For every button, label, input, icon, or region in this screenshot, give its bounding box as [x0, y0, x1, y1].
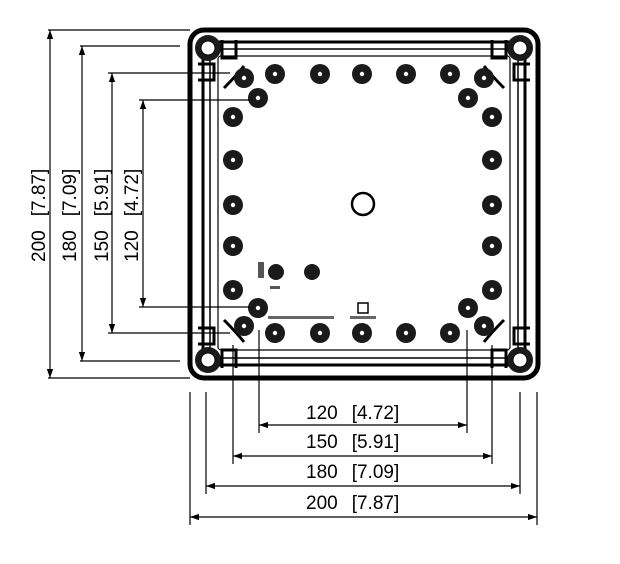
mounting-hole-center [241, 323, 247, 329]
component-label-strip-b [350, 316, 376, 319]
corner-boss-top-left [195, 35, 238, 82]
mounting-hole-center [255, 95, 261, 101]
mounting-hole-center [230, 157, 236, 163]
hdim-120-label: 120[4.72] [306, 403, 399, 424]
hdim-180-label: 180[7.09] [306, 462, 399, 483]
mounting-hole-center [230, 243, 236, 249]
component-hole-a [268, 264, 284, 280]
lid-gasket-groove [209, 48, 519, 359]
clip-bottom-left [222, 318, 246, 343]
hdim-200-label: 200[7.87] [306, 493, 399, 514]
vdim-180-label: 180[7.09] [60, 169, 81, 262]
mounting-hole-center [230, 114, 236, 120]
mounting-hole-center [489, 202, 495, 208]
horizontal-dimensions [189, 330, 538, 525]
vertical-dimensions [46, 29, 250, 379]
mounting-hole-center [465, 95, 471, 101]
mounting-hole-center [481, 75, 487, 81]
corner-boss-top-right [490, 35, 533, 82]
clip-bottom-right [482, 318, 506, 343]
mounting-hole-center [272, 71, 278, 77]
mounting-plate-outline [217, 55, 511, 351]
component-tag-small [270, 286, 280, 289]
component-tag-center [357, 302, 369, 314]
mounting-holes [223, 64, 502, 343]
corner-boss-bottom-left [195, 326, 238, 373]
vdim-150-label: 150[5.91] [92, 169, 113, 262]
mounting-hole-center [230, 287, 236, 293]
component-label-strip-a [268, 316, 334, 319]
corner-screw-bosses [195, 35, 533, 373]
mounting-hole-center [230, 202, 236, 208]
enclosure-body [187, 27, 541, 381]
enclosure-outer-wall [187, 27, 541, 381]
mounting-hole-center [489, 243, 495, 249]
mounting-hole-center [255, 305, 261, 311]
mounting-hole-center [241, 75, 247, 81]
vdim-120-label: 120[4.72] [122, 169, 143, 262]
enclosure-inner-wall [201, 40, 527, 367]
mounting-hole-center [465, 305, 471, 311]
mounting-hole-center [481, 323, 487, 329]
mounting-hole-center [359, 330, 365, 336]
mounting-hole-center [403, 330, 409, 336]
hdim-150-label: 150[5.91] [306, 432, 399, 453]
mounting-hole-center [317, 330, 323, 336]
mounting-hole-center [489, 114, 495, 120]
mounting-hole-center [489, 157, 495, 163]
mounting-hole-center [359, 71, 365, 77]
component-hole-b [304, 264, 320, 280]
mounting-hole-center [272, 330, 278, 336]
mounting-hole-center [489, 287, 495, 293]
center-hole [350, 191, 376, 217]
mounting-hole-center [403, 71, 409, 77]
mounting-hole-center [447, 71, 453, 77]
mounting-hole-center [447, 330, 453, 336]
corner-boss-bottom-right [490, 326, 533, 373]
component-marks [258, 262, 376, 319]
component-tag-left [258, 262, 264, 278]
vdim-200-label: 200[7.87] [29, 169, 50, 262]
mounting-hole-center [317, 71, 323, 77]
